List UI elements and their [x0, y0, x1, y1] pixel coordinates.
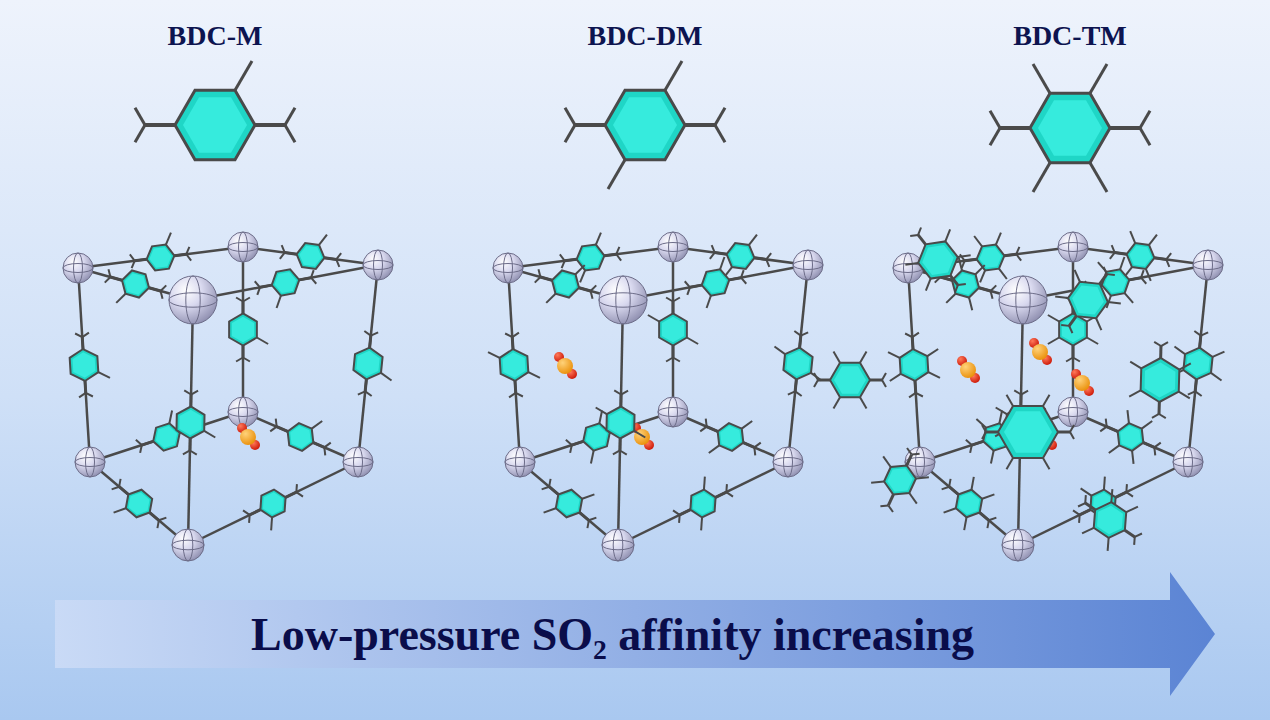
compound-label: BDC-DM: [587, 20, 702, 52]
mof-cage: [814, 227, 1224, 561]
compound-label: BDC-TM: [1013, 20, 1127, 52]
mof-cage: [488, 232, 823, 561]
bdc-m-molecule: [135, 61, 295, 160]
bdc-dm-molecule: [565, 61, 725, 189]
mof-cage: [63, 232, 393, 561]
trend-arrow: Low-pressure SO₂ affinity increasing: [55, 572, 1215, 696]
bdc-tm-molecule: [990, 64, 1150, 192]
compound-label: BDC-M: [168, 20, 263, 52]
arrow-caption: Low-pressure SO₂ affinity increasing: [55, 600, 1170, 668]
